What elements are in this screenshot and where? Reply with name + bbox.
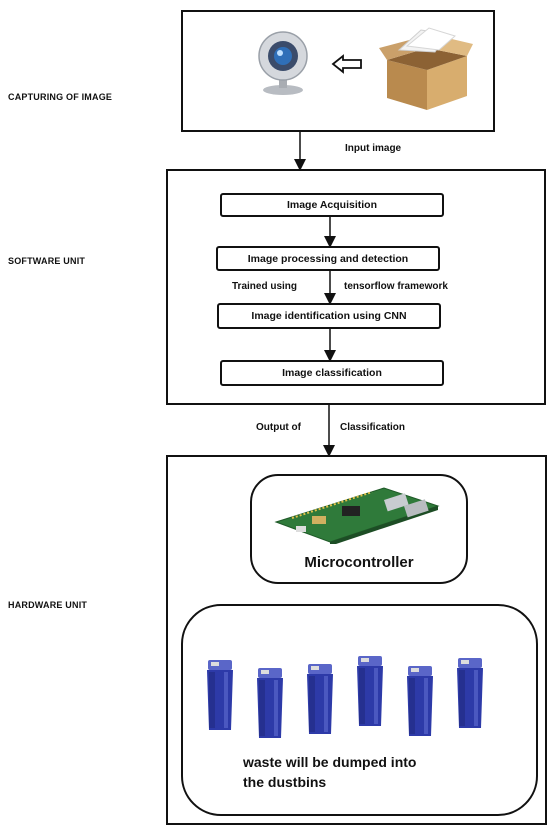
dustbin-icon: [357, 656, 383, 726]
dustbin-row: [205, 656, 525, 738]
framework-text: tensorflow framework: [344, 281, 448, 292]
cardboard-box-icon: [379, 27, 473, 110]
dustbin-icon: [257, 668, 283, 738]
dustbin-icon: [457, 658, 483, 728]
left-arrow-icon: [331, 54, 362, 74]
waste-text-line1: waste will be dumped into: [243, 754, 417, 770]
dustbins-box: waste will be dumped into the dustbins: [181, 604, 538, 816]
output-of-text: Output of: [256, 422, 301, 433]
waste-text: waste will be dumped into the dustbins: [243, 752, 416, 792]
input-image-text: Input image: [345, 143, 402, 154]
trained-using-text: Trained using: [232, 281, 298, 292]
software-unit-label: SOFTWARE UNIT: [8, 256, 86, 266]
capturing-label: CAPTURING OF IMAGE: [8, 92, 113, 102]
hardware-unit-label: HARDWARE UNIT: [8, 600, 88, 610]
microcontroller-box: Microcontroller: [250, 474, 468, 584]
dustbin-icon: [207, 660, 233, 730]
image-classification-step: Image classification: [220, 360, 444, 386]
image-processing-step: Image processing and detection: [216, 246, 440, 271]
dustbin-icon: [307, 664, 333, 734]
microcontroller-label: Microcontroller: [304, 554, 414, 571]
capturing-frame: [181, 10, 495, 132]
waste-text-line2: the dustbins: [243, 774, 327, 790]
webcam-icon: [258, 31, 308, 95]
raspberry-pi-board-icon: [274, 487, 440, 544]
classification-text: Classification: [340, 422, 406, 433]
image-acquisition-step: Image Acquisition: [220, 193, 444, 217]
dustbin-icon: [407, 666, 433, 736]
